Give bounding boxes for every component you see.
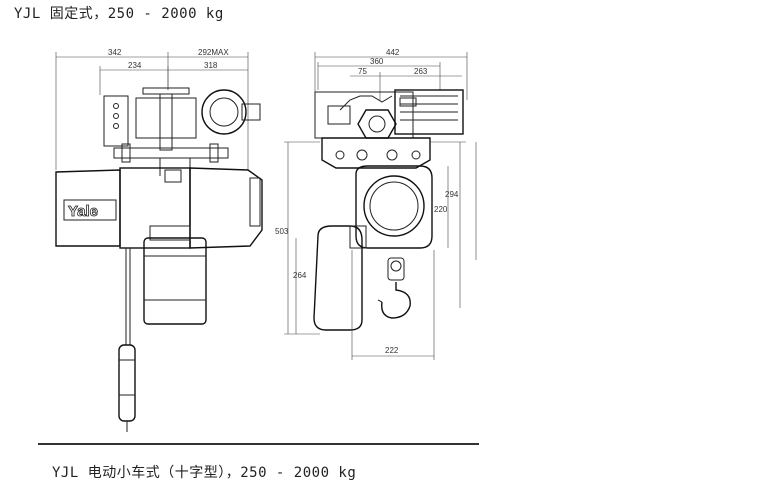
- right-view: 442 360 75 263: [275, 48, 477, 360]
- dim-220: 220: [434, 205, 448, 214]
- dim-264: 264: [293, 271, 307, 280]
- dim-360: 360: [370, 57, 384, 66]
- dim-342: 342: [108, 48, 122, 57]
- dim-234: 234: [128, 61, 142, 70]
- dim-292max: 292MAX: [198, 48, 229, 57]
- dim-263: 263: [414, 67, 428, 76]
- yale-logo: Yale: [68, 203, 98, 220]
- dim-442: 442: [386, 48, 400, 57]
- bottom-caption: YJL 电动小车式（十字型），250 - 2000 kg: [52, 465, 357, 481]
- dim-503: 503: [275, 227, 289, 236]
- section-divider: [38, 443, 479, 445]
- top-caption: YJL 固定式，250 - 2000 kg: [14, 6, 224, 22]
- dim-222: 222: [385, 346, 399, 355]
- dim-318: 318: [204, 61, 218, 70]
- dim-75: 75: [358, 67, 367, 76]
- left-view: 342 292MAX 234 318 Yale: [55, 48, 263, 432]
- dim-294: 294: [445, 190, 459, 199]
